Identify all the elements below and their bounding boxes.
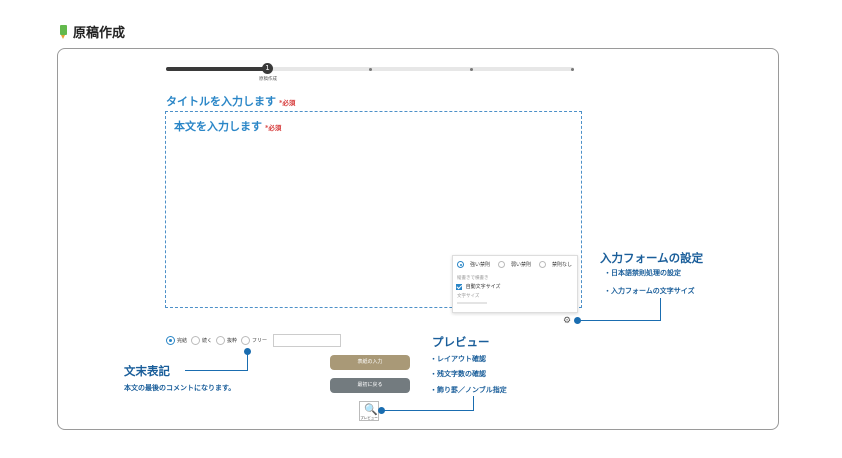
ending-option-label: 抜粋 <box>227 338 238 344</box>
page-title: 原稿作成 <box>73 26 126 41</box>
kinsoku-option-label: 強い禁則 <box>470 262 491 268</box>
annotation-line <box>660 298 661 321</box>
vertical-option-label: 縦書きで横書き <box>457 276 489 281</box>
annotation-line <box>578 320 660 321</box>
body-textarea[interactable] <box>165 111 582 308</box>
ending-complete-radio[interactable] <box>166 336 175 345</box>
ending-radio-group: 完結 続く 抜粋 フリー <box>166 334 342 347</box>
progress-fill <box>166 67 268 71</box>
title-input[interactable]: タイトルを入力します*必須 <box>166 93 295 109</box>
kinsoku-none-radio[interactable] <box>539 261 547 268</box>
auto-font-checkbox[interactable] <box>456 283 462 290</box>
auto-font-label: 自動文字サイズ <box>465 284 501 290</box>
ending-free-radio[interactable] <box>241 336 251 345</box>
editor-frame <box>57 48 779 430</box>
page-header: 原稿作成 <box>60 22 125 41</box>
ending-excerpt-radio[interactable] <box>216 336 226 345</box>
ending-free-input[interactable] <box>273 334 342 347</box>
progress-step-current[interactable]: 1 <box>262 63 273 74</box>
font-size-slider[interactable] <box>457 302 487 304</box>
progress-step-dot[interactable] <box>369 67 372 71</box>
ending-option-label: 続く <box>202 338 213 344</box>
kinsoku-radio-group: 強い禁則 弱い禁則 禁則なし <box>457 261 576 268</box>
back-to-start-button[interactable]: 最初に戻る <box>330 378 410 393</box>
annotation-line <box>247 350 248 370</box>
form-settings-annotation-item: ・入力フォームの文字サイズ <box>604 286 695 295</box>
next-cover-button[interactable]: 表紙の入力 <box>330 355 410 370</box>
ending-option-label: 完結 <box>177 338 188 344</box>
kinsoku-option-label: 禁則なし <box>552 262 573 268</box>
body-placeholder: 本文を入力します*必須 <box>174 118 281 134</box>
progress-step-dot[interactable] <box>571 67 574 71</box>
annotation-line <box>473 396 474 411</box>
form-settings-annotation-title: 入力フォームの設定 <box>600 251 704 265</box>
font-size-label: 文字サイズ <box>457 294 480 299</box>
preview-button[interactable]: 🔍 プレビュー <box>359 401 379 421</box>
title-placeholder: タイトルを入力します <box>166 95 276 108</box>
preview-annotation-item: ・飾り罫／ノンブル指定 <box>430 385 507 394</box>
preview-annotation-item: ・レイアウト確認 <box>430 354 486 363</box>
annotation-line <box>382 410 474 411</box>
form-settings-popup: 強い禁則 弱い禁則 禁則なし 縦書きで横書き 自動文字サイズ 文字サイズ <box>452 255 578 313</box>
kinsoku-weak-radio[interactable] <box>498 261 506 268</box>
body-placeholder-text: 本文を入力します <box>174 120 262 133</box>
auto-font-row[interactable]: 自動文字サイズ <box>456 283 500 290</box>
settings-gear-icon[interactable]: ⚙ <box>562 316 572 326</box>
title-required-badge: *必須 <box>279 99 296 107</box>
kinsoku-option-label: 弱い禁則 <box>511 262 532 268</box>
preview-magnifier-icon: 🔍 <box>364 403 378 416</box>
annotation-line <box>185 370 248 371</box>
body-required-badge: *必須 <box>265 124 282 132</box>
preview-button-label: プレビュー <box>360 416 378 420</box>
ending-annotation-title: 文末表記 <box>124 364 170 378</box>
annotation-dot <box>574 317 581 324</box>
annotation-dot <box>378 407 385 414</box>
pen-icon <box>60 24 67 39</box>
ending-option-label: フリー <box>252 338 268 344</box>
preview-annotation-item: ・残文字数の確認 <box>430 369 486 378</box>
preview-annotation-title: プレビュー <box>432 335 490 349</box>
ending-annotation-desc: 本文の最後のコメントになります。 <box>124 383 236 392</box>
kinsoku-strong-radio[interactable] <box>457 261 464 268</box>
ending-continue-radio[interactable] <box>191 336 201 345</box>
progress-step-label: 原稿作成 <box>259 77 277 82</box>
progress-step-dot[interactable] <box>470 67 473 71</box>
form-settings-annotation-item: ・日本語禁則処理の設定 <box>604 268 681 277</box>
